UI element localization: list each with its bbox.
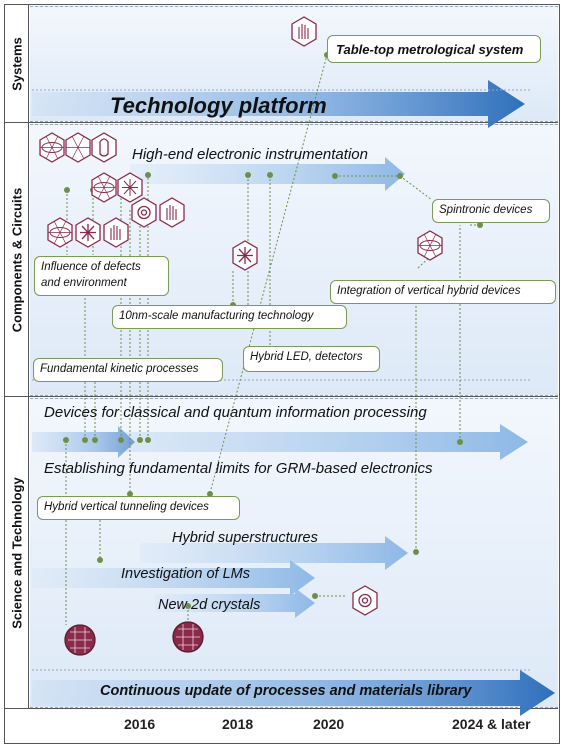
new-2d-arrow	[155, 588, 315, 618]
diagram-frame	[4, 4, 560, 744]
defects-line-1: Influence of defects	[41, 261, 141, 273]
new-2d-label: New 2d crystals	[158, 597, 261, 613]
continuous-arrow	[32, 670, 555, 716]
lattice-ellipse-icon	[47, 217, 73, 248]
manufacturing-box: 10nm-scale manufacturing technology	[112, 305, 347, 329]
continuous-label: Continuous update of processes and mater…	[100, 683, 472, 699]
star-icon	[232, 240, 258, 271]
star-icon	[117, 172, 143, 203]
integration-box: Integration of vertical hybrid devices	[330, 280, 556, 304]
technology-platform-label: Technology platform	[110, 93, 327, 118]
devices-info-arrow	[32, 424, 528, 460]
section-divider	[5, 122, 558, 123]
section-divider	[5, 708, 558, 709]
systems-sidebar: Systems	[5, 5, 29, 123]
device-icon	[91, 132, 117, 163]
investigation-arrow	[32, 560, 315, 596]
hybrid-super-label: Hybrid superstructures	[172, 530, 318, 546]
tabletop-box: Table-top metrological system	[327, 35, 541, 63]
year-label: 2024 & later	[452, 716, 531, 732]
defects-line-2: and environment	[41, 276, 127, 289]
spintronic-box: Spintronic devices	[432, 199, 550, 223]
kinetic-box: Fundamental kinetic processes	[33, 358, 223, 382]
year-axis: 2016 2018 2020 2024 & later	[0, 712, 567, 742]
year-label: 2016	[124, 716, 156, 732]
hand-icon	[159, 197, 185, 228]
lattice-atom-icon	[65, 132, 91, 163]
star-icon	[75, 217, 101, 248]
hand-icon	[291, 16, 317, 47]
year-label: 2018	[222, 716, 254, 732]
connector-dots	[63, 52, 483, 609]
investigation-label: Investigation of LMs	[121, 566, 250, 582]
devices-info-label: Devices for classical and quantum inform…	[44, 404, 427, 421]
science-sidebar: Science and Technology	[5, 397, 29, 709]
year-label: 2020	[313, 716, 345, 732]
limits-label: Establishing fundamental limits for GRM-…	[44, 460, 433, 477]
high-end-label: High-end electronic instrumentation	[132, 146, 368, 163]
hybrid-led-box: Hybrid LED, detectors	[243, 346, 380, 372]
defects-box: Influence of defects and environment	[34, 256, 169, 296]
platform-arrow	[32, 80, 525, 128]
spiral-icon	[131, 197, 157, 228]
hybrid-super-arrow	[140, 536, 408, 570]
lattice-ellipse-icon	[39, 132, 65, 163]
lattice-ellipse-icon	[91, 172, 117, 203]
spiral-icon	[352, 585, 378, 616]
components-sidebar: Components & Circuits	[5, 123, 29, 397]
fullerene-icon	[172, 621, 204, 653]
section-divider	[5, 396, 558, 397]
hand-icon	[103, 217, 129, 248]
tunneling-box: Hybrid vertical tunneling devices	[37, 496, 240, 520]
lattice-ellipse-icon	[417, 230, 443, 261]
fullerene-icon	[64, 624, 96, 656]
